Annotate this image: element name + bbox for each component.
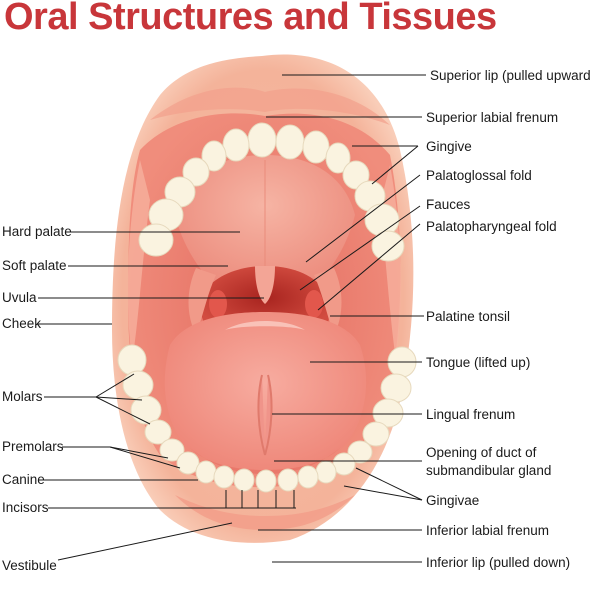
label-lingual-frenum: Lingual frenum [426,407,515,422]
upper-teeth [138,122,405,262]
uvula [255,266,275,304]
label-duct-line1: Opening of duct of [426,445,537,460]
label-fauces: Fauces [426,197,471,212]
tongue-tip-highlight [225,321,305,330]
label-palatopharyngeal-fold: Palatopharyngeal fold [426,219,557,234]
tongue [164,312,367,470]
label-superior-lip: Superior lip (pulled upward) [430,68,590,83]
label-palatine-tonsil: Palatine tonsil [426,309,510,324]
palatoglossal-fold-left [188,268,216,335]
label-inferior-lip: Inferior lip (pulled down) [426,555,570,570]
diagram-title: Oral Structures and Tissues [4,0,497,38]
lingual-frenum [257,374,273,456]
leader-lines [38,74,426,563]
label-superior-labial-frenum: Superior labial frenum [426,110,558,125]
label-premolars: Premolars [2,439,64,454]
label-canine: Canine [2,472,45,487]
label-cheek: Cheek [2,316,41,331]
label-gingivae: Gingivae [426,493,479,508]
label-tongue: Tongue (lifted up) [426,355,530,370]
lower-lip-fold [175,495,355,530]
upper-lip-fold [150,87,390,125]
lower-teeth [117,344,417,493]
label-hard-palate: Hard palate [2,224,72,239]
palatine-tonsil-left [209,290,227,318]
label-molars: Molars [2,389,43,404]
cheek-left [127,160,150,360]
label-inferior-labial-frenum: Inferior labial frenum [426,523,549,538]
label-soft-palate: Soft palate [2,258,67,273]
label-duct-line2: submandibular gland [426,463,551,478]
label-gingive: Gingive [426,139,472,154]
palatine-tonsil-right [305,290,323,318]
label-incisors: Incisors [2,500,49,515]
label-uvula: Uvula [2,290,37,305]
label-palatoglossal-fold: Palatoglossal fold [426,168,532,183]
label-vestibule: Vestibule [2,558,57,573]
